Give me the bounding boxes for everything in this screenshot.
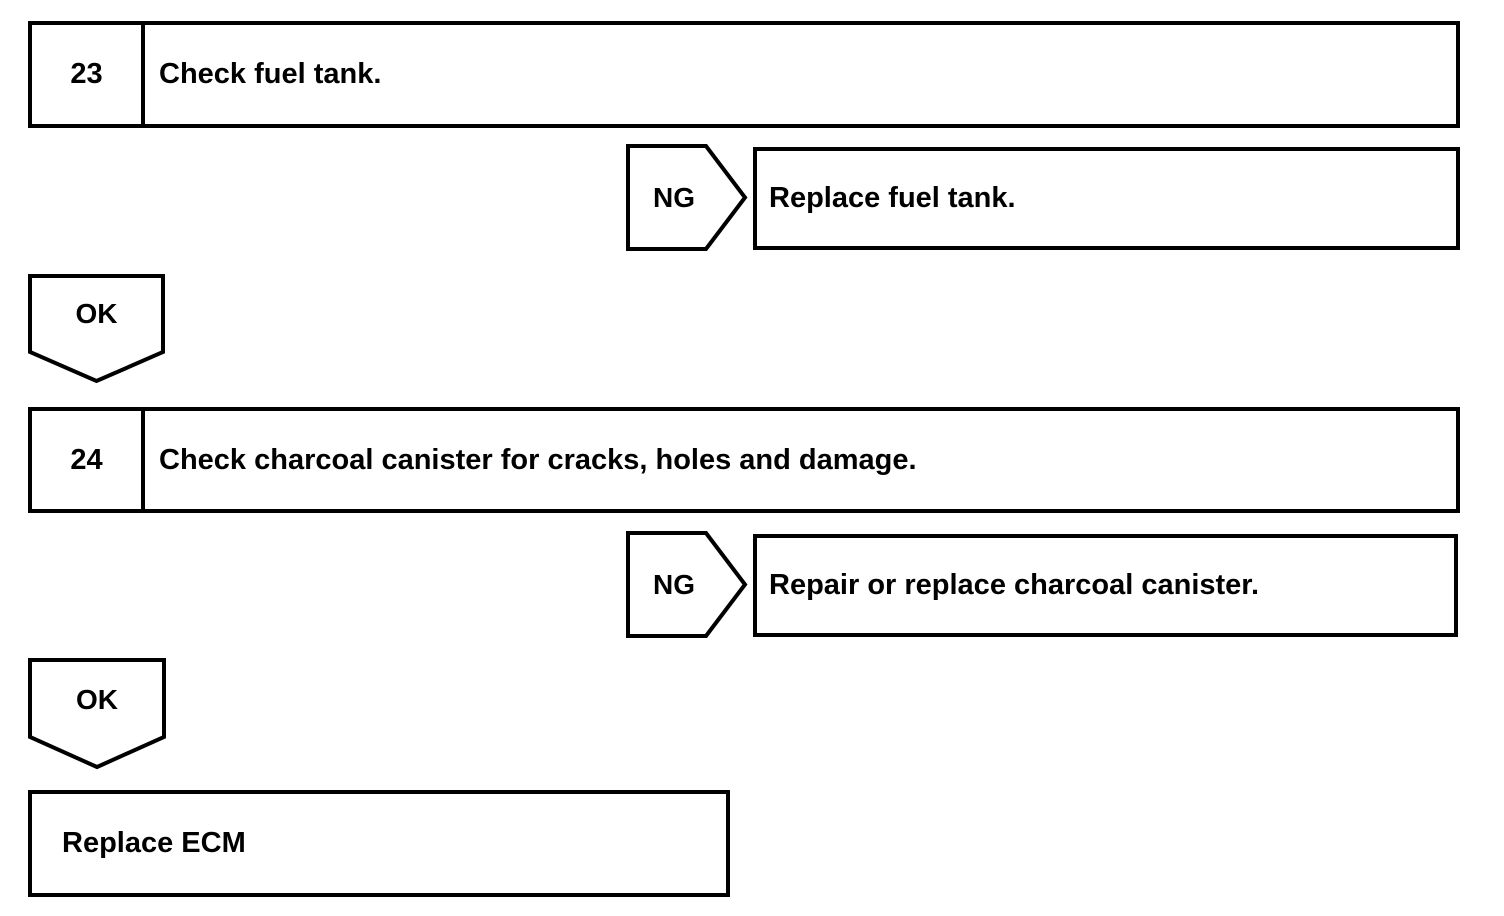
ok-pentagon-shape-23 [28, 274, 165, 384]
ok-pentagon-shape-24 [28, 658, 166, 770]
step-number-24: 24 [32, 411, 145, 509]
ok-arrow-24: OK [28, 658, 166, 770]
ok-label-24: OK [76, 684, 118, 715]
final-action-text: Replace ECM [62, 827, 246, 859]
ng-label-23: NG [653, 182, 695, 213]
step-box-23[interactable]: 23 Check fuel tank. [28, 21, 1460, 128]
ng-action-text-23: Replace fuel tank. [769, 182, 1016, 214]
ok-arrow-23: OK [28, 274, 165, 384]
ng-arrow-24: NG [626, 531, 748, 638]
ng-label-24: NG [653, 569, 695, 600]
ng-arrow-23: NG [626, 144, 748, 251]
ng-pentagon-shape-24 [626, 531, 748, 638]
step-number-23: 23 [32, 25, 145, 124]
ng-pentagon-shape-23 [626, 144, 748, 251]
ok-label-23: OK [75, 298, 118, 329]
step-instruction-23: Check fuel tank. [159, 58, 382, 90]
ng-action-text-24: Repair or replace charcoal canister. [769, 569, 1260, 601]
step-instruction-24: Check charcoal canister for cracks, hole… [159, 443, 917, 476]
final-action-box[interactable]: Replace ECM [28, 790, 730, 897]
step-box-24[interactable]: 24 Check charcoal canister for cracks, h… [28, 407, 1460, 513]
ng-action-box-24[interactable]: Repair or replace charcoal canister. [753, 534, 1458, 637]
ng-action-box-23[interactable]: Replace fuel tank. [753, 147, 1460, 250]
